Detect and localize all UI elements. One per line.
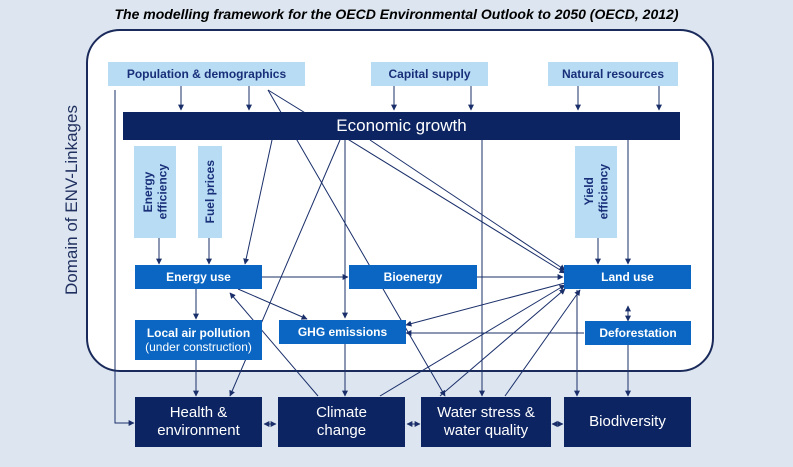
energy-efficiency-line-1: Energy xyxy=(140,171,155,213)
energy-efficiency-line-2: efficiency xyxy=(155,164,169,220)
capital-supply-box: Capital supply xyxy=(371,62,488,86)
arrow xyxy=(405,282,566,327)
bioenergy-box: Bioenergy xyxy=(349,265,477,289)
yield-efficiency-box: Yield efficiency xyxy=(575,146,617,238)
yield-efficiency-line-2: efficiency xyxy=(596,164,610,220)
land-use-box: Land use xyxy=(564,265,691,289)
climate-change-box: Climate change xyxy=(278,397,405,447)
climate-line-2: change xyxy=(316,422,367,439)
fuel-prices-box: Fuel prices xyxy=(198,146,222,238)
water-line-2: water quality xyxy=(443,422,529,439)
water-line-1: Water stress & xyxy=(437,404,535,421)
health-line-1: Health & xyxy=(169,404,228,421)
water-stress-box: Water stress & water quality xyxy=(421,397,551,447)
arrow xyxy=(439,288,566,397)
energy-use-box: Energy use xyxy=(135,265,262,289)
deforestation-box: Deforestation xyxy=(585,321,691,345)
arrow xyxy=(229,292,319,397)
fuel-prices-label: Fuel prices xyxy=(202,160,217,224)
climate-line-1: Climate xyxy=(316,404,367,421)
population-demographics-box: Population & demographics xyxy=(108,62,305,86)
energy-efficiency-box: Energy efficiency xyxy=(134,146,176,238)
arrow xyxy=(369,139,566,271)
biodiversity-box: Biodiversity xyxy=(564,397,691,447)
local-air-pollution-box: Local air pollution (under construction) xyxy=(135,320,262,360)
health-line-2: environment xyxy=(157,422,240,439)
yield-efficiency-line-1: Yield xyxy=(581,177,596,207)
arrow xyxy=(114,90,135,426)
arrow xyxy=(243,139,273,265)
diagram-title: The modelling framework for the OECD Env… xyxy=(114,6,679,22)
natural-resources-box: Natural resources xyxy=(548,62,678,86)
economic-growth-bar: Economic growth xyxy=(123,112,680,140)
under-construction-note: (under construction) xyxy=(145,340,252,354)
ghg-emissions-box: GHG emissions xyxy=(279,320,406,344)
arrow xyxy=(237,288,308,320)
arrow xyxy=(379,284,566,397)
local-air-pollution-label: Local air pollution xyxy=(146,325,251,340)
health-environment-box: Health & environment xyxy=(135,397,262,447)
arrow xyxy=(504,289,581,397)
arrow xyxy=(267,89,446,397)
